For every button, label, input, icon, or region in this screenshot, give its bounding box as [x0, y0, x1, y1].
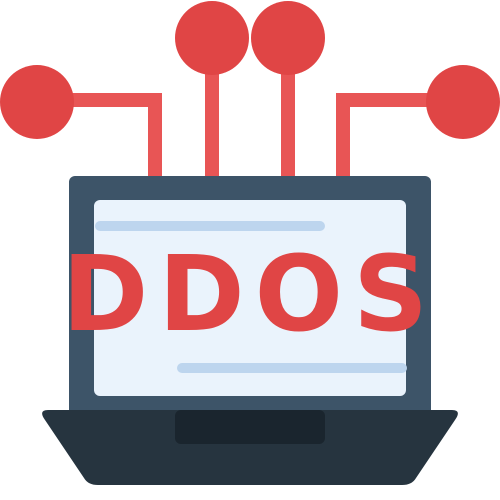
wire-right: [336, 93, 462, 178]
laptop-trackpad: [175, 410, 325, 444]
network-nodes: [0, 1, 500, 139]
screen-text: DDOS: [62, 233, 438, 355]
node-right: [426, 65, 500, 139]
laptop-base: [42, 410, 458, 485]
node-center-right: [251, 1, 325, 75]
network-wires: [40, 40, 462, 178]
laptop-screen: [94, 200, 406, 396]
wire-left: [40, 93, 162, 178]
node-left: [0, 65, 74, 139]
node-center-left: [175, 1, 249, 75]
